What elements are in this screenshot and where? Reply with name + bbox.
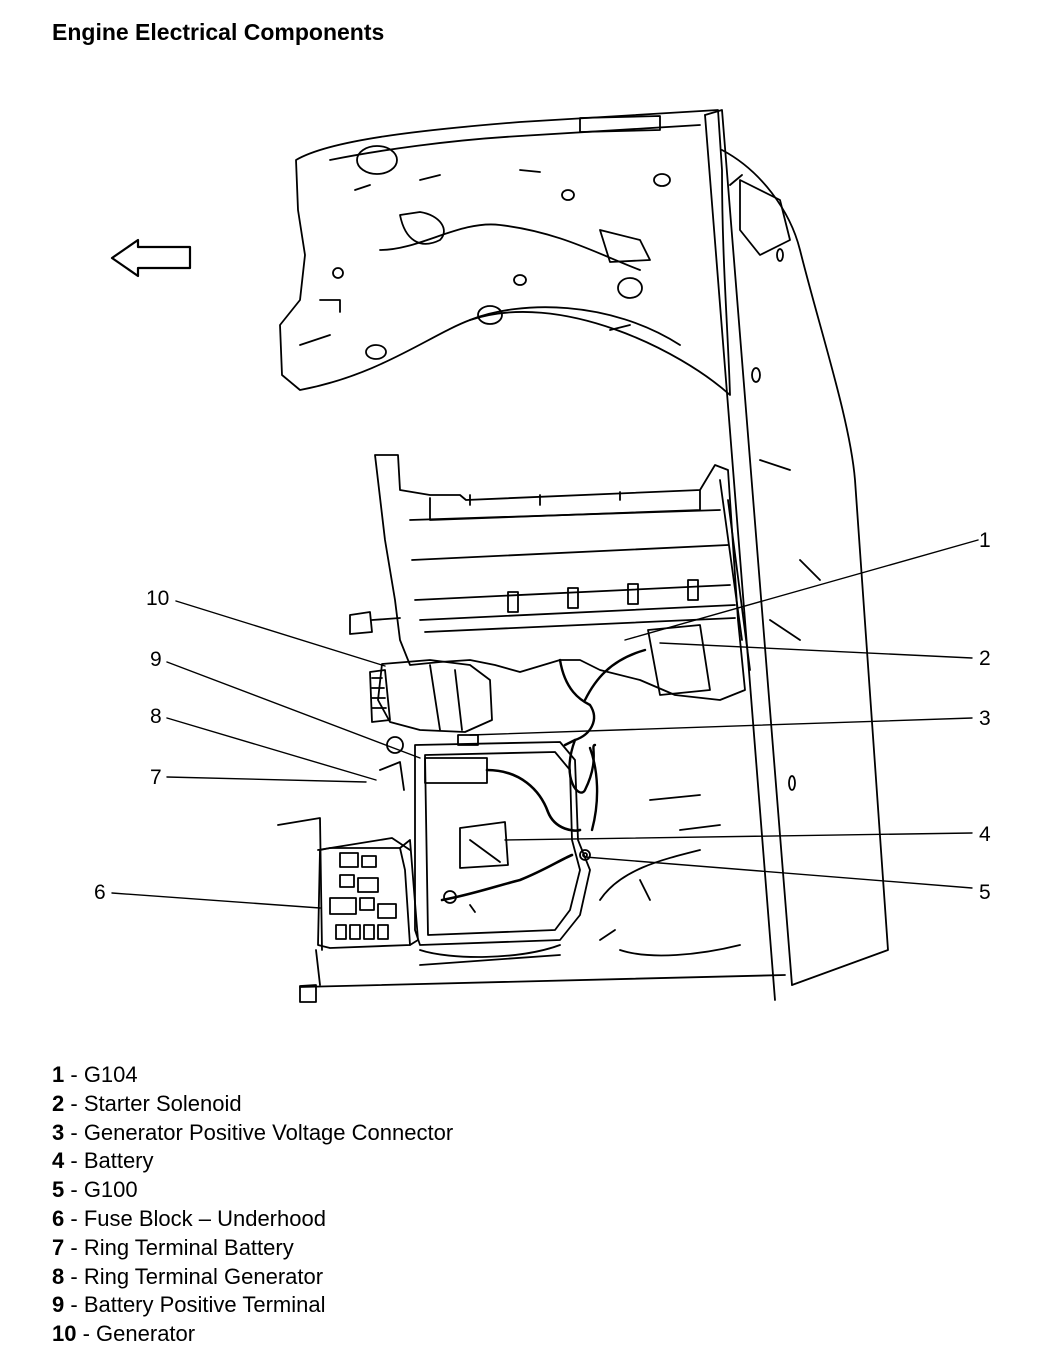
legend-label: Ring Terminal Battery [83,1234,294,1260]
legend-number: 6 [52,1205,65,1231]
engine-block [349,454,751,701]
legend-number: 4 [52,1148,65,1174]
legend-item: 5 - G100 [52,1177,138,1203]
legend-item: 7 - Ring Terminal Battery [52,1234,294,1260]
legend-label: Battery Positive Terminal [83,1292,326,1318]
callout-10: 10 [146,587,169,610]
legend-label: Battery [83,1148,154,1174]
legend-item: 10 - Generator [52,1321,196,1347]
legend-number: 8 [52,1263,65,1289]
fuse-block-underhood [317,736,419,949]
legend-item: 9 - Battery Positive Terminal [52,1292,326,1318]
battery-tray [414,734,591,946]
body-panel [279,109,731,396]
front-direction-arrow-icon [110,238,192,278]
legend-item: 3 - Generator Positive Voltage Connector [52,1119,454,1145]
diagram-title: Engine Electrical Components [52,19,385,45]
legend-label: G100 [83,1177,138,1203]
leader-lines [111,539,979,909]
callout-1: 1 [979,529,991,552]
callout-5: 5 [979,881,991,904]
callout-7: 7 [150,766,162,789]
component-legend: 1 - G104 2 - Starter Solenoid 3 - Genera… [52,1061,453,1349]
legend-number: 1 [52,1062,65,1087]
wiring-harness [558,648,647,832]
generator [369,659,493,733]
lower-panel [277,794,786,1003]
legend-number: 9 [52,1292,65,1318]
callout-9: 9 [150,648,162,671]
legend-label: Ring Terminal Generator [83,1263,324,1289]
legend-label: Generator Positive Voltage Connector [83,1119,454,1145]
callout-8: 8 [150,705,162,728]
callout-3: 3 [979,707,991,730]
legend-item: 6 - Fuse Block – Underhood [52,1205,326,1231]
callout-4: 4 [979,823,991,846]
legend-number: 10 [52,1321,77,1347]
legend-number: 3 [52,1119,65,1145]
callout-6: 6 [94,881,106,904]
legend-number: 5 [52,1177,65,1203]
legend-item: 4 - Battery [52,1148,154,1174]
frame-rail [704,109,889,1001]
legend-number: 7 [52,1234,65,1260]
legend-label: G104 [83,1062,138,1087]
engine-diagram: 1 2 3 4 5 6 7 8 9 10 [94,109,991,1003]
legend-item: 2 - Starter Solenoid [52,1090,242,1116]
legend-label: Fuse Block – Underhood [83,1205,326,1231]
callout-2: 2 [979,647,991,670]
legend-label: Starter Solenoid [83,1090,242,1116]
legend-item: 1 - G104 [52,1062,138,1087]
legend-item: 8 - Ring Terminal Generator [52,1263,324,1289]
legend-number: 2 [52,1090,65,1116]
legend-label: Generator [96,1321,196,1347]
